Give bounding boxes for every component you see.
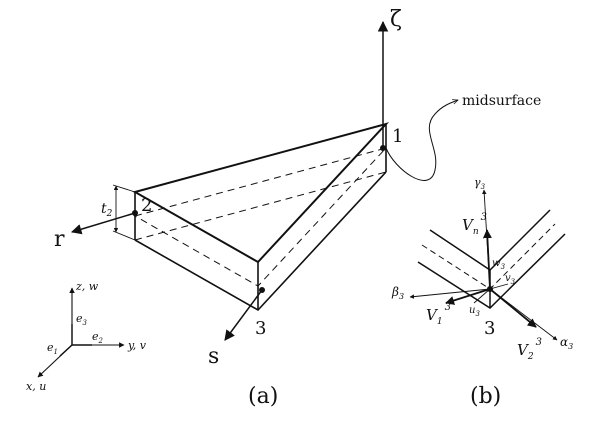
beta-label: β3: [391, 285, 404, 301]
v-vector: [489, 283, 509, 290]
global-axes: z, w y, v x, u e3 e2 e1: [26, 280, 147, 393]
v2-label: V23: [517, 337, 542, 362]
u-vector: [473, 288, 491, 304]
r-label: r: [54, 227, 65, 252]
node-3-label: 3: [255, 318, 266, 339]
v1-label: V13: [426, 302, 451, 327]
hidden-edge: [134, 171, 387, 241]
e2-label: e2: [92, 330, 104, 345]
v1-vector: [445, 288, 491, 305]
z-label: z, w: [75, 280, 99, 293]
s-axis: [224, 289, 263, 341]
beta-axis: [409, 288, 491, 299]
v-label: v3: [505, 273, 516, 286]
t2-label: t2: [101, 201, 113, 219]
u-label: u3: [469, 305, 480, 318]
panel-b-caption: (b): [470, 384, 501, 409]
chevron-bottom: [417, 233, 566, 309]
e1-vector: [59, 344, 73, 357]
detail-node-3-label: 3: [484, 318, 495, 339]
alpha-axis: [489, 288, 558, 341]
w-label: w3: [492, 258, 506, 271]
alpha-label: α3: [560, 335, 573, 351]
x-label: x, u: [26, 380, 46, 393]
e3-label: e3: [76, 312, 88, 327]
zeta-label: ζ: [390, 7, 402, 32]
y-label: y, v: [127, 339, 147, 352]
s-label: s: [208, 344, 219, 369]
vn-label: Vn3: [462, 212, 487, 237]
midsurface-label: midsurface: [462, 93, 541, 109]
top-face: [132, 122, 390, 264]
chevron-top: [429, 209, 551, 271]
t2-ext-bottom: [112, 230, 136, 241]
e1-label: e1: [47, 341, 58, 356]
node-1-label: 1: [392, 126, 403, 147]
midsurface-outline: [133, 147, 388, 287]
corner-detail-b: γ3 Vn3 w3 v3 u3 β3 V13 V23 α3 3 (b): [391, 176, 573, 409]
w-vector: [488, 269, 491, 290]
midsurface-leader: [385, 100, 458, 181]
node-2-label: 2: [141, 195, 152, 216]
panel-a-caption: (a): [248, 384, 278, 409]
shell-element-a: ζ midsurface 1 2 3 r s t2 (a): [54, 7, 541, 409]
gamma-label: γ3: [474, 176, 486, 191]
r-axis: [70, 212, 136, 235]
